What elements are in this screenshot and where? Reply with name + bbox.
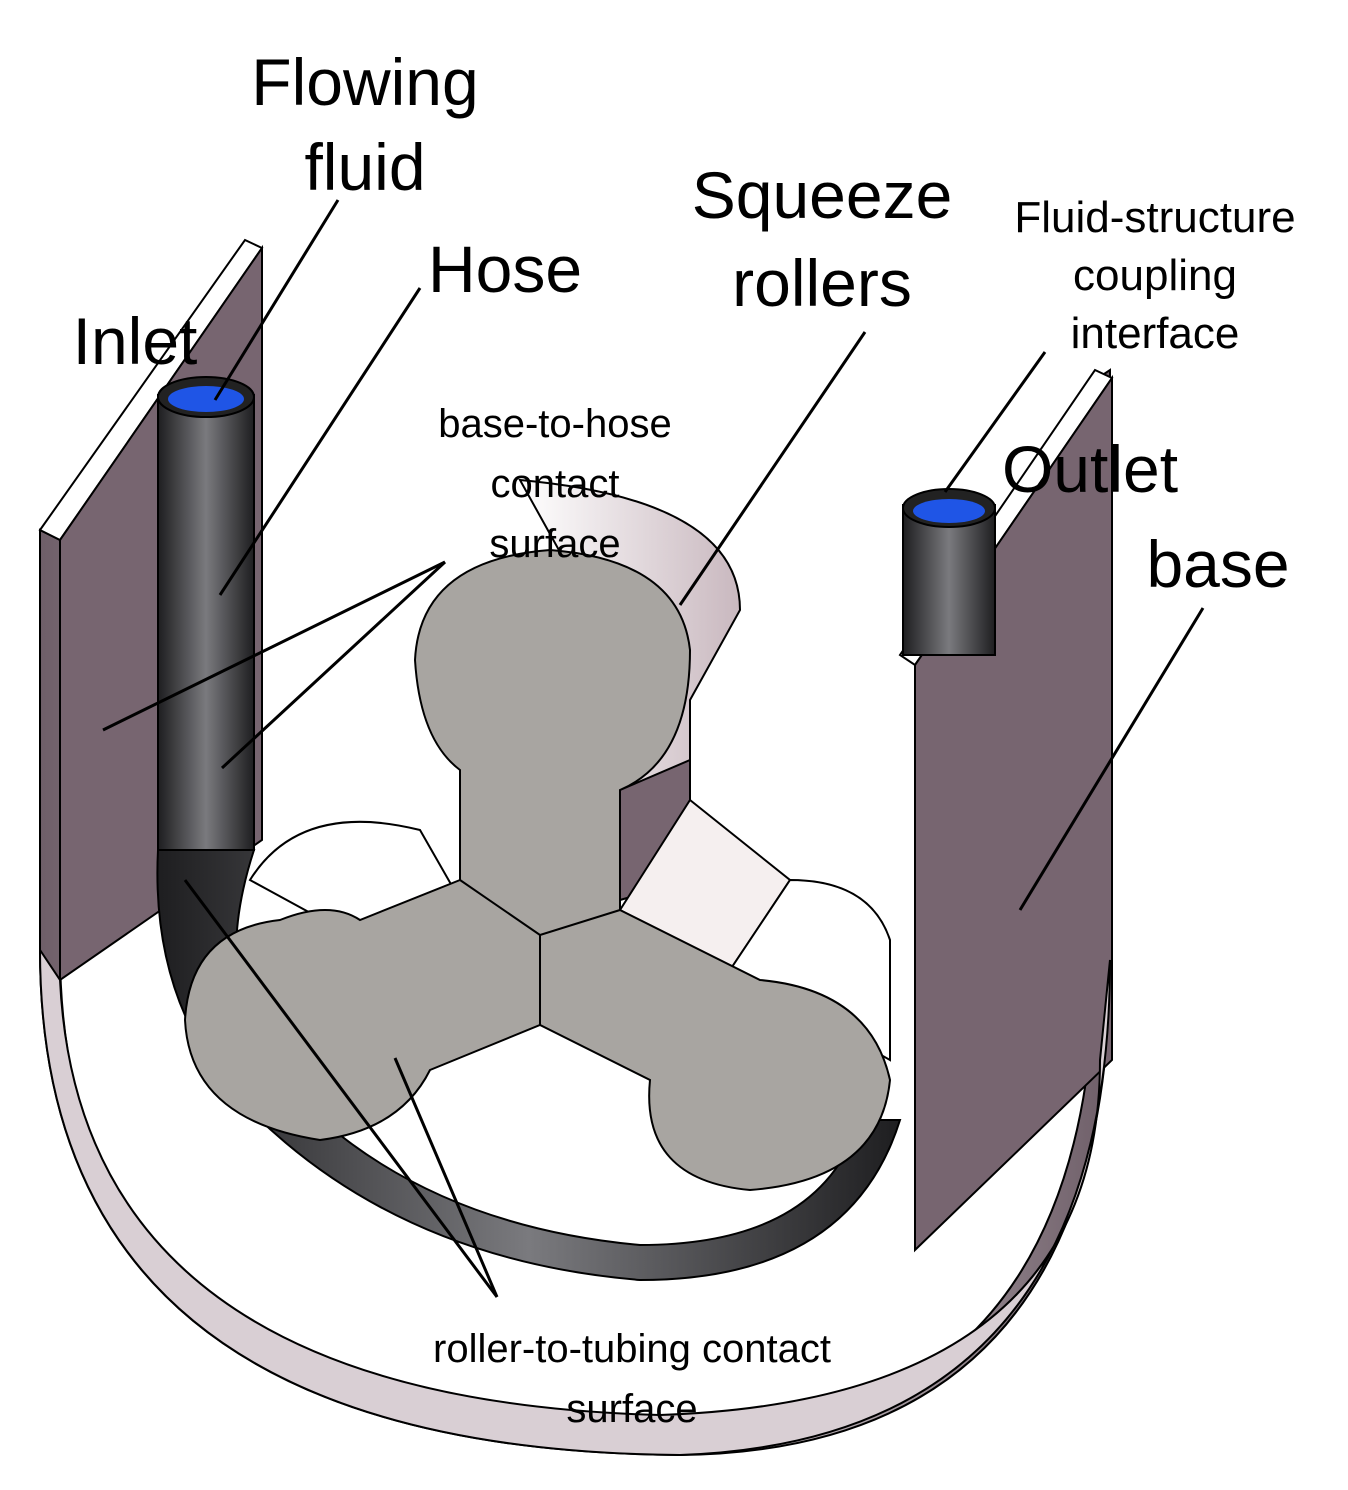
leader-hose [218, 287, 422, 596]
leader-squeeze-rollers [678, 331, 867, 606]
leader-roller-to-tubing-1 [183, 879, 499, 1298]
leader-lines [102, 199, 1205, 1298]
label-flowing: Flowing [251, 45, 478, 119]
leader-base-to-hose-2 [220, 560, 447, 770]
label-outlet: Outlet [1002, 432, 1178, 506]
hose [156, 394, 996, 1282]
label-fsi-3: interface [1071, 309, 1240, 358]
label-base-to-hose-1: base-to-hose [438, 402, 671, 446]
leader-roller-to-tubing-2 [393, 1057, 499, 1298]
label-rollers: rollers [732, 246, 912, 320]
leader-flowing-fluid [213, 199, 340, 401]
leader-fsi [943, 351, 1047, 493]
leader-base-to-hose-1 [102, 560, 446, 732]
label-base-to-hose-2: contact [491, 462, 620, 506]
label-fsi-1: Fluid-structure [1014, 193, 1295, 242]
leader-base [1018, 607, 1205, 911]
fluid-outlet-end [902, 488, 996, 528]
fluid-inlet-end [157, 376, 255, 418]
label-inlet: Inlet [73, 304, 198, 378]
label-hose: Hose [428, 232, 582, 306]
label-roller-to-tubing-2: surface [566, 1387, 697, 1431]
label-base: base [1146, 527, 1289, 601]
label-base-to-hose-3: surface [489, 522, 620, 566]
label-fluid: fluid [304, 130, 425, 204]
squeeze-rollers [183, 478, 892, 1192]
label-roller-to-tubing-1: roller-to-tubing contact [433, 1327, 831, 1371]
label-squeeze: Squeeze [692, 158, 953, 232]
label-fsi-2: coupling [1073, 251, 1237, 300]
